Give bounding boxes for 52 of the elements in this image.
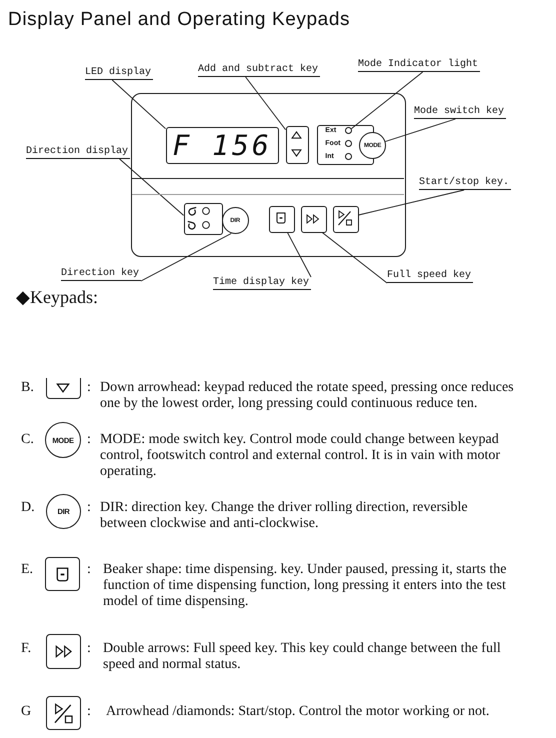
callout-label: Direction key: [61, 268, 142, 281]
separator-colon: :: [87, 380, 91, 396]
separator-colon: :: [87, 562, 91, 578]
callout-label: Mode Indicator light: [358, 59, 480, 72]
separator-colon: :: [87, 500, 91, 516]
leader-line: [358, 190, 465, 216]
down-key: [46, 378, 81, 399]
list-letter: F.: [21, 641, 32, 657]
leader-line: [384, 118, 456, 142]
leader-line: [245, 76, 286, 130]
start-stop-key: [332, 206, 359, 233]
key-description: Double arrows: Full speed key. This key could change between the full speed and normal status.: [103, 641, 502, 673]
indicator-light: [345, 153, 352, 160]
list-letter: B.: [21, 380, 34, 396]
led-display: F 156: [166, 126, 279, 164]
callout-label: Add and subtract key: [198, 64, 320, 77]
leader-line: [322, 232, 388, 284]
full-speed-key: [300, 206, 327, 233]
indicator-light: [345, 127, 352, 134]
separator-colon: :: [87, 432, 91, 448]
callout-label: Time display key: [213, 277, 312, 290]
callout-label: Start/stop key.: [419, 177, 512, 190]
indicator-light: [345, 140, 352, 148]
direction-indicator-panel: [184, 202, 223, 235]
callout-label: LED display: [85, 67, 154, 80]
list-letter: E.: [21, 562, 34, 578]
key-description: MODE: mode switch key. Control mode could change between keypad control, footswitch control and external control. It is in vain with motor operating.: [100, 432, 502, 480]
list-letter: G: [21, 704, 32, 720]
leader-line: [287, 232, 312, 278]
separator-colon: :: [87, 641, 91, 657]
start-stop-key: [46, 696, 81, 730]
up-down-key: [286, 126, 309, 164]
key-description: Down arrowhead: keypad reduced the rotate speed, pressing once reduces one by the lowest order, long pressing could continuous reduce ten.: [100, 380, 515, 412]
full-speed-key: [46, 634, 81, 669]
leader-line: [112, 80, 166, 130]
callout-label: Direction display: [26, 146, 130, 159]
leader-line: [119, 158, 184, 216]
callout-label: Mode switch key: [414, 106, 506, 119]
leader-line: [140, 233, 232, 282]
list-letter: D.: [21, 500, 35, 516]
key-description: Arrowhead /diamonds: Start/stop. Control the motor working or not.: [106, 704, 490, 720]
list-letter: C.: [21, 432, 34, 448]
title: Display Panel and Operating Keypads: [8, 9, 350, 31]
separator-colon: :: [87, 704, 91, 720]
callout-label: Full speed key: [387, 270, 474, 283]
leader-line: [351, 72, 424, 130]
control-panel: [131, 93, 406, 257]
time-key: [45, 557, 80, 591]
time-key: [268, 206, 295, 233]
key-description: Beaker shape: time dispensing. key. Under paused, pressing it, starts the function of time dispensing function, long pressing it enters into the test model of time dispensing.: [103, 562, 508, 610]
key-description: DIR: direction key. Change the driver rolling direction, reversible between clockwise and anti-clockwise.: [100, 500, 469, 532]
section-heading: ◆Keypads:: [16, 287, 98, 308]
